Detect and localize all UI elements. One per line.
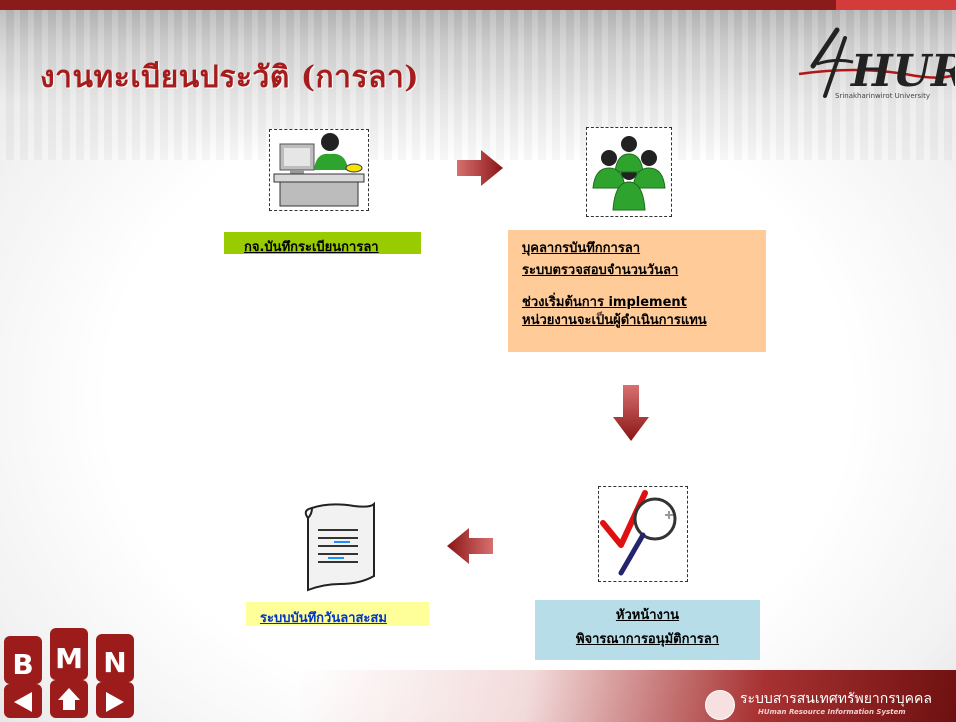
bmn-nav-logo: B M N [4, 628, 134, 718]
step-personnel-line1: บุคลากรบันทึกการลา [522, 241, 641, 256]
logo-text: HURIS [849, 46, 955, 97]
step-supervisor-line1: หัวหน้างาน [615, 608, 680, 623]
nav-next-icon[interactable] [106, 692, 124, 712]
step-record-text: กจ.บันทึกระเบียนการลา [244, 240, 379, 255]
people-group-icon [592, 136, 666, 211]
review-frame [598, 486, 688, 582]
footer-band [300, 670, 956, 722]
arrow-right-icon [457, 150, 503, 186]
logo-subtitle: Srinakharinwirot University [835, 92, 930, 100]
people-group-frame [586, 127, 672, 217]
header-band [0, 0, 956, 160]
nav-prev-icon[interactable] [14, 692, 32, 712]
nav-home-icon[interactable] [58, 688, 80, 710]
desk-worker-frame [269, 129, 369, 211]
step-accumulate-text: ระบบบันทึกวันลาสะสม [260, 611, 387, 626]
step-accumulate-label: ระบบบันทึกวันลาสะสม [246, 602, 429, 626]
arrow-down-icon [613, 385, 649, 441]
document-icon [304, 501, 375, 592]
step-supervisor-line2: พิจารณาการอนุมัติการลา [575, 632, 720, 647]
spacer [522, 282, 766, 294]
university-emblem-icon [705, 690, 735, 720]
step-supervisor-label: หัวหน้างาน พิจารณาการอนุมัติการลา [535, 600, 760, 660]
step-personnel-line3: ช่วงเริ่มต้นการ implement [522, 295, 687, 310]
step-personnel-line4: หน่วยงานจะเป็นผู้ดำเนินการแทน [522, 313, 707, 328]
huris-logo: HURIS Srinakharinwirot University [798, 27, 955, 100]
step-personnel-label: บุคลากรบันทึกการลา ระบบตรวจสอบจำนวนวันลา… [508, 230, 766, 352]
desk-worker-icon [273, 133, 365, 207]
step-personnel-line2: ระบบตรวจสอบจำนวนวันลา [522, 263, 679, 278]
nav-n: N [103, 646, 126, 679]
footer-system-subtitle: HUman Resource Information System [758, 708, 906, 716]
checkmark-magnifier-icon [600, 490, 677, 576]
page-title: งานทะเบียนประวัติ (การลา) [40, 60, 420, 95]
arrow-left-icon [447, 528, 493, 564]
nav-b: B [12, 648, 33, 681]
top-accent-bar [0, 0, 956, 10]
footer-system-name: ระบบสารสนเทศทรัพยากรบุคคล [740, 691, 932, 707]
nav-m: M [55, 642, 83, 675]
step-record-label: กจ.บันทึกระเบียนการลา [224, 232, 421, 255]
